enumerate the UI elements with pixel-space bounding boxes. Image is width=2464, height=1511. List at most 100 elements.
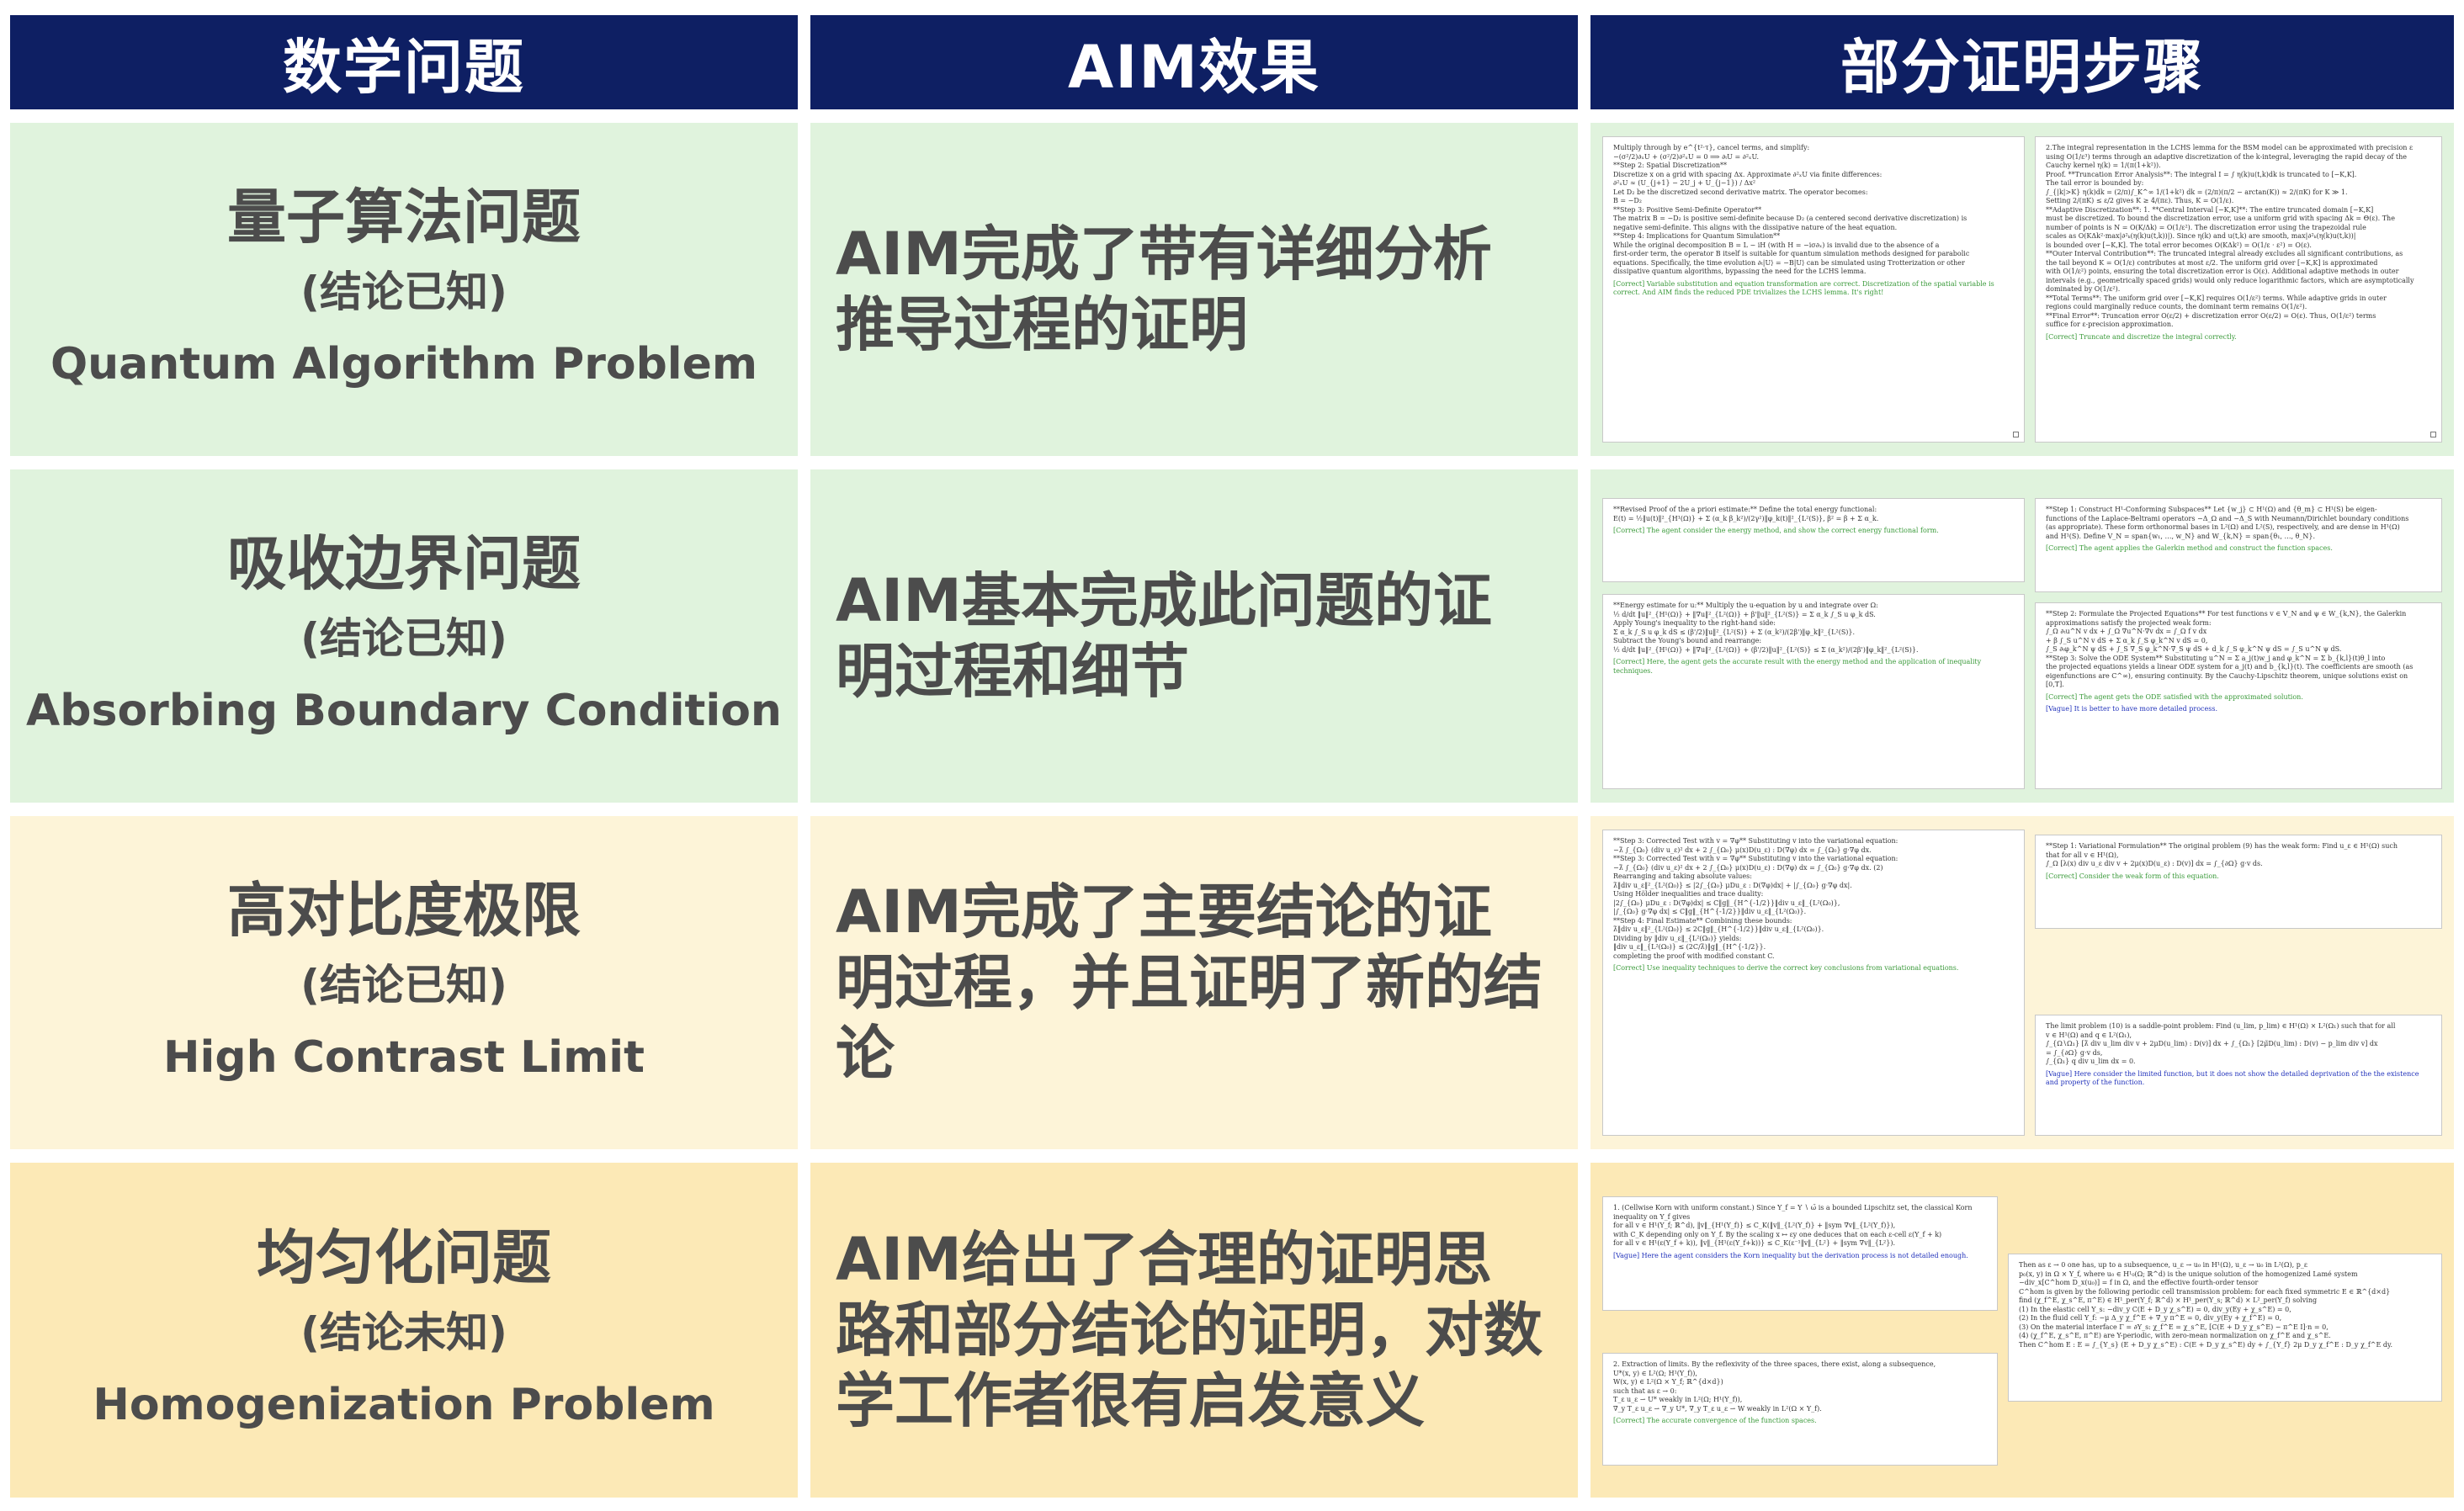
effect-text: AIM完成了主要结论的证明过程，并且证明了新的结论 bbox=[836, 877, 1543, 1088]
proof-line: (4) (χ_f^E, χ_s^E, π^E) are Y-periodic, … bbox=[2019, 1332, 2331, 1339]
proof-line: intervals (e.g., geometrically spaced gr… bbox=[2046, 276, 2414, 284]
proof-line: |2∫_{Ω₀} μDu_ε : D(∇φ)dx| ≤ C‖g‖_{H^{-1/… bbox=[1613, 899, 1840, 907]
problem-title-en: Homogenization Problem bbox=[93, 1380, 715, 1430]
proof-line: is bounded over [−K,K]. The total error … bbox=[2046, 241, 2312, 249]
problem-status: (结论已知) bbox=[300, 961, 507, 1010]
header-aim-effect: AIM效果 bbox=[810, 15, 1578, 109]
proof-line: **Step 3: Corrected Test with v = ∇φ** S… bbox=[1613, 837, 1898, 845]
verdict-note: [Correct] The accurate convergence of th… bbox=[1613, 1417, 1817, 1424]
proof-line: v ∈ H¹(Ω) and q ∈ L²(Ω₁), bbox=[2046, 1031, 2132, 1039]
proof-page: **Energy estimate for u:** Multiply the … bbox=[1602, 594, 2025, 789]
end-of-proof-icon bbox=[2430, 432, 2436, 437]
effect-text: AIM完成了带有详细分析推导过程的证明 bbox=[836, 220, 1492, 359]
problem-cell-high-contrast: 高对比度极限 (结论已知) High Contrast Limit bbox=[10, 816, 798, 1149]
proof-line: Σ α_k ∫_S u φ_k dS ≤ (β'/2)‖u‖²_{L²(S)} … bbox=[1613, 628, 1856, 636]
proof-line: 1. (Cellwise Korn with uniform constant.… bbox=[1613, 1204, 1973, 1211]
proof-line: **Step 3: Solve the ODE System** Substit… bbox=[2046, 654, 2386, 662]
end-of-proof-icon bbox=[2013, 432, 2019, 437]
proof-line: ∫_S ∂ₜφ_k^N ψ dS + ∫_S ∇_S φ_k^N·∇_S ψ d… bbox=[2046, 645, 2342, 653]
problem-status: (结论已知) bbox=[300, 614, 507, 663]
proof-line: U*(x, y) ∈ L²(Ω; H¹(Y_f)), bbox=[1613, 1369, 1697, 1377]
proof-line: Subtract the Young's bound and rearrange… bbox=[1613, 637, 1762, 644]
proof-line: equations. Specifically, the time evolut… bbox=[1613, 258, 1965, 267]
proof-line: Cauchy kernel η(k) = 1/(π(1+k²)). bbox=[2046, 162, 2161, 169]
proof-line: ‖div u_ε‖_{L²(Ω₀)} ≤ (2C/λ̃)‖g‖_{H^{-1/2… bbox=[1613, 943, 1766, 951]
proof-line: inequality on Y_f gives bbox=[1613, 1212, 1691, 1221]
proof-line: −λ̃ ∫_{Ω₀} (div u_ε)² dx + 2 ∫_{Ω₀} μ(x)… bbox=[1613, 846, 1872, 854]
proof-line: **Total Terms**: The uniform grid over [… bbox=[2046, 294, 2387, 302]
proof-line: find (χ_f^E, χ_s^E, π^E) ∈ H¹_per(Y_f; ℝ… bbox=[2019, 1296, 2318, 1304]
proof-line: the projected equations yields a linear … bbox=[2046, 663, 2414, 671]
problem-cell-homogenization: 均匀化问题 (结论未知) Homogenization Problem bbox=[10, 1163, 798, 1498]
proof-cell-homogenization: 1. (Cellwise Korn with uniform constant.… bbox=[1590, 1163, 2454, 1498]
proof-line: While the original decomposition B = L −… bbox=[1613, 241, 1940, 249]
proof-page: **Step 3: Corrected Test with v = ∇φ** S… bbox=[1602, 830, 2025, 1136]
proof-line: −div_x[C^hom D_x(u₀)] = f in Ω, and the … bbox=[2019, 1279, 2259, 1286]
proof-line: ∫_{Ω₁} q div u_lim dx = 0. bbox=[2046, 1058, 2136, 1065]
proof-line: C^hom is given by the following periodic… bbox=[2019, 1287, 2391, 1296]
verdict-note: [Correct] The agent applies the Galerkin… bbox=[2046, 544, 2333, 552]
proof-page: **Step 1: Construct H¹-Conforming Subspa… bbox=[2035, 498, 2442, 592]
proof-line: λ̃‖div u_ε‖²_{L²(Ω₀)} ≤ |2∫_{Ω₀} μDu_ε :… bbox=[1613, 881, 1852, 889]
problem-title-zh: 高对比度极限 bbox=[227, 876, 581, 945]
verdict-note: [Correct] The agent consider the energy … bbox=[1613, 527, 1939, 534]
header-math-problem: 数学问题 bbox=[10, 15, 798, 109]
verdict-note: [Correct] Use inequality techniques to d… bbox=[1613, 964, 1959, 972]
proof-line: B = −D₂ bbox=[1613, 197, 1642, 204]
proof-line: **Outer Interval Contribution**: The tru… bbox=[2046, 250, 2403, 257]
proof-line: Rearranging and taking absolute values: bbox=[1613, 872, 1752, 880]
proof-line: Multiply through by e^{t²·τ}, cancel ter… bbox=[1613, 144, 1810, 151]
proof-line: [0,T]. bbox=[2046, 681, 2064, 688]
proof-line: + β ∫_S u^N v dS + Σ α_k ∫_S φ_k^N v dS … bbox=[2046, 636, 2208, 644]
problem-status: (结论未知) bbox=[300, 1308, 507, 1357]
problem-cell-absorbing: 吸收边界问题 (结论已知) Absorbing Boundary Conditi… bbox=[10, 469, 798, 803]
proof-page: Then as ε → 0 one has, up to a subsequen… bbox=[2008, 1254, 2442, 1402]
proof-line: λ̃‖div u_ε‖²_{L²(Ω₀)} ≤ 2C‖g‖_{H^{-1/2}}… bbox=[1613, 925, 1824, 933]
proof-line: The matrix B = −D₂ is positive semi-defi… bbox=[1613, 215, 1967, 222]
proof-line: ∫_Ω ∂ₜu^N v dx + ∫_Ω ∇u^N·∇v dx = ∫_Ω f … bbox=[2046, 628, 2207, 635]
proof-page: **Step 1: Variational Formulation** The … bbox=[2035, 835, 2442, 929]
proof-line: Using Hölder inequalities and trace dual… bbox=[1613, 890, 1764, 898]
proof-line: = ∫_{∂Ω} g·v ds, bbox=[2046, 1048, 2103, 1057]
proof-line: eigenfunctions are C^∞), ensuring contin… bbox=[2046, 671, 2408, 680]
proof-line: the tail beyond K = O(1/ε) contributes a… bbox=[2046, 258, 2378, 267]
proof-line: functions of the Laplace-Beltrami operat… bbox=[2046, 514, 2409, 522]
proof-line: ∫_{|k|>K} η(k)dk = (2/π)∫_K^∞ 1/(1+k²) d… bbox=[2046, 188, 2348, 196]
proof-line: Then as ε → 0 one has, up to a subsequen… bbox=[2019, 1261, 2308, 1269]
proof-line: Proof. **Truncation Error Analysis**: Th… bbox=[2046, 170, 2357, 178]
problem-title-zh: 量子算法问题 bbox=[227, 183, 581, 252]
proof-line: Let D₂ be the discretized second derivat… bbox=[1613, 188, 1868, 196]
proof-line: (1) In the elastic cell Y_s: −div_y C(E … bbox=[2019, 1305, 2291, 1313]
proof-page: **Revised Proof of the a priori estimate… bbox=[1602, 498, 2025, 582]
proof-cell-high-contrast: **Step 3: Corrected Test with v = ∇φ** S… bbox=[1590, 816, 2454, 1149]
proof-line: for all v ∈ H¹(ε(Y_f + k)), ‖v‖_{H¹(ε(Y_… bbox=[1613, 1239, 1895, 1247]
verdict-note: [Correct] Consider the weak form of this… bbox=[2046, 872, 2219, 880]
proof-page: 1. (Cellwise Korn with uniform constant.… bbox=[1602, 1196, 1998, 1311]
problem-cell-quantum: 量子算法问题 (结论已知) Quantum Algorithm Problem bbox=[10, 123, 798, 456]
proof-line: The limit problem (10) is a saddle-point… bbox=[2046, 1022, 2396, 1030]
proof-line: **Energy estimate for u:** Multiply the … bbox=[1613, 602, 1878, 609]
proof-page: **Step 2: Formulate the Projected Equati… bbox=[2035, 602, 2442, 789]
proof-line: −λ̃ ∫_{Ω₀} (div u_ε)² dx + 2 ∫_{Ω₀} μ(x)… bbox=[1613, 863, 1883, 872]
effect-cell-homogenization: AIM给出了合理的证明思路和部分结论的证明，对数学工作者很有启发意义 bbox=[810, 1163, 1578, 1498]
verdict-note: [Vague] Here the agent considers the Kor… bbox=[1613, 1251, 1968, 1259]
proof-line: E(t) = ½‖u(t)‖²_{H¹(Ω)} + Σ (α_k β_k²)/(… bbox=[1613, 514, 1879, 522]
proof-line: **Step 1: Construct H¹-Conforming Subspa… bbox=[2046, 506, 2377, 513]
proof-line: (as appropriate). These form orthonormal… bbox=[2046, 523, 2400, 531]
problem-title-zh: 吸收边界问题 bbox=[227, 529, 581, 598]
proof-line: (2) In the fluid cell Y_f: −μ Δ_y χ_f^E … bbox=[2019, 1314, 2282, 1322]
proof-page: The limit problem (10) is a saddle-point… bbox=[2035, 1015, 2442, 1136]
proof-line: (3) On the material interface Γ = ∂Y_s: … bbox=[2019, 1323, 2329, 1331]
proof-line: 2.The integral representation in the LCH… bbox=[2046, 144, 2414, 151]
proof-line: p₀(x, y) in Ω × Y_f, where u₀ ∈ H¹₀(Ω; ℝ… bbox=[2019, 1270, 2358, 1278]
proof-line: **Final Error**: Truncation error O(ε/2)… bbox=[2046, 311, 2376, 320]
verdict-note: [Correct] Truncate and discretize the in… bbox=[2046, 332, 2237, 341]
header-proof-steps: 部分证明步骤 bbox=[1590, 15, 2454, 109]
proof-line: ∇_y T_ε u_ε ⇀ ∇_y U*, ∇_y T_ε u_ε ⇀ W we… bbox=[1613, 1404, 1822, 1413]
proof-line: negative semi-definite. This aligns with… bbox=[1613, 223, 1898, 231]
proof-line: W(x, y) ∈ L²(Ω × Y_f; ℝ^{d×d}) bbox=[1613, 1378, 1723, 1386]
verdict-note: [Vague] Here consider the limited functi… bbox=[2046, 1069, 2419, 1087]
proof-line: **Step 2: Spatial Discretization** bbox=[1613, 162, 1728, 169]
proof-line: such that as ε → 0: bbox=[1613, 1386, 1677, 1395]
effect-text: AIM基本完成此问题的证明过程和细节 bbox=[836, 566, 1492, 706]
